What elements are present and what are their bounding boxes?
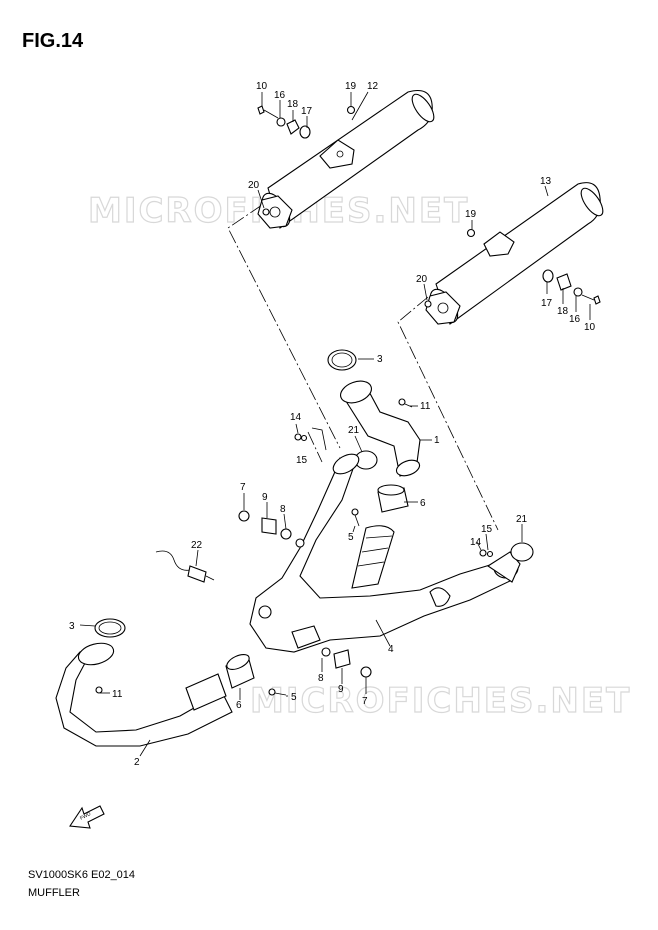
callout-10: 10: [584, 322, 596, 333]
figure-title: FIG.14: [22, 30, 84, 52]
callout-21: 21: [348, 425, 360, 436]
assembly-guide-lines: [227, 204, 499, 531]
callout-7: 7: [240, 482, 246, 493]
callout-17: 17: [541, 298, 553, 309]
callout-16: 16: [569, 314, 581, 325]
callout-16: 16: [274, 90, 286, 101]
callout-2: 2: [134, 757, 140, 768]
callout-12: 12: [367, 81, 379, 92]
watermark-bottom: MICROFICHES.NET: [250, 681, 631, 721]
callout-8: 8: [280, 504, 286, 515]
callout-5: 5: [348, 532, 354, 543]
callout-3: 3: [69, 621, 75, 632]
fasteners-14-15-left: [294, 427, 327, 451]
callout-17: 17: [301, 106, 313, 117]
bolt-5-upper: [351, 508, 360, 527]
callout-14: 14: [470, 537, 482, 548]
callout-21: 21: [516, 514, 528, 525]
callout-20: 20: [416, 274, 428, 285]
callout-11: 11: [420, 401, 431, 412]
callout-4: 4: [388, 644, 394, 655]
callout-6: 6: [236, 700, 242, 711]
callout-13: 13: [540, 176, 552, 187]
callout-19: 19: [465, 209, 477, 220]
callout-20: 20: [248, 180, 260, 191]
fwd-label: FWD: [79, 811, 92, 822]
callout-18: 18: [287, 99, 299, 110]
part-callouts: 10 16 18 17 19 12 20 13 19 20 17 18 16 1…: [69, 81, 596, 768]
callout-8: 8: [318, 673, 324, 684]
callout-19: 19: [345, 81, 357, 92]
connector-6-upper: [377, 484, 409, 513]
muffler-12-fasteners: [257, 105, 356, 216]
gasket-21-right: [510, 542, 534, 562]
oxygen-sensor-22: [155, 550, 215, 583]
muffler-13: [425, 182, 604, 325]
fwd-arrow-icon: FWD: [69, 805, 105, 829]
callout-9: 9: [338, 684, 344, 695]
callout-7: 7: [362, 696, 368, 707]
fasteners-14-15-right: [479, 549, 494, 558]
exhaust-pipe-2: [55, 642, 233, 747]
callout-11: 11: [112, 689, 123, 700]
callout-15: 15: [481, 524, 493, 535]
callout-14: 14: [290, 412, 302, 423]
exhaust-pipe-1: [340, 380, 421, 477]
muffler-12: [257, 89, 435, 229]
exhaust-pipe-4: [249, 453, 521, 653]
callout-10: 10: [256, 81, 268, 92]
muffler-13-fasteners: [424, 228, 601, 308]
callout-9: 9: [262, 492, 268, 503]
callout-1: 1: [434, 435, 440, 446]
mount-set-lower: [321, 647, 372, 678]
connector-6-lower: [225, 654, 255, 689]
model-code: SV1000SK6 E02_014: [28, 869, 136, 881]
callout-6: 6: [420, 498, 426, 509]
callout-15: 15: [296, 455, 308, 466]
diagram-name: MUFFLER: [28, 887, 80, 899]
mount-set-upper: [238, 510, 292, 540]
bolt-5-lower: [268, 688, 287, 696]
leader-lines: [79, 91, 591, 757]
callout-22: 22: [191, 540, 203, 551]
callout-3: 3: [377, 354, 383, 365]
callout-5: 5: [291, 692, 297, 703]
callout-18: 18: [557, 306, 569, 317]
